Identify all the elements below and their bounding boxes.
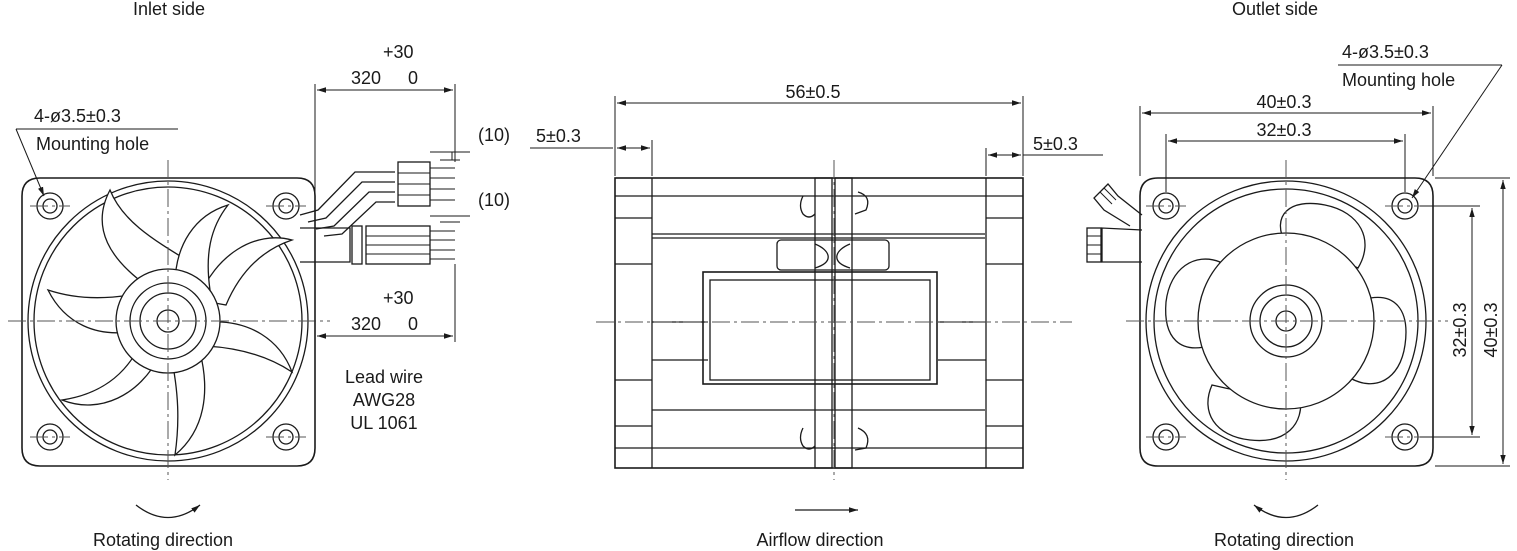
inlet-frame <box>21 177 316 467</box>
side-clip <box>854 427 869 451</box>
inlet-rotating-label: Rotating direction <box>93 530 233 550</box>
side-motor-inner <box>709 279 931 381</box>
inlet-mounting-hole-callout: 4-ø3.5±0.3 Mounting hole <box>15 106 178 197</box>
lead-zero-top: 0 <box>408 68 418 88</box>
inlet-side-title: Inlet side <box>133 0 205 19</box>
side-motor-body <box>702 271 938 385</box>
side-upper-casing <box>652 233 985 239</box>
lead-wire-label: Lead wire <box>345 367 423 387</box>
side-lower-casing <box>652 359 986 411</box>
right-flange-label: 5±0.3 <box>1033 134 1078 154</box>
outlet-height-outer-label: 40±0.3 <box>1481 303 1501 358</box>
side-overall-width-dim: 56±0.5 <box>614 82 1024 176</box>
inlet-lead-length-bottom-dim: +30 320 0 <box>314 262 456 342</box>
lead-wire-standard: UL 1061 <box>350 413 417 433</box>
connector-dim-1-label: (10) <box>478 125 510 145</box>
connector-dim-2: (10) <box>430 190 510 223</box>
outlet-view: Outlet side <box>1086 0 1510 550</box>
lead-tol-bottom: +30 <box>383 288 414 308</box>
lead-tol-top: +30 <box>383 42 414 62</box>
connector-dim-2-label: (10) <box>478 190 510 210</box>
side-right-flange-dim: 5±0.3 <box>985 134 1103 176</box>
outlet-width-outer-dim: 40±0.3 <box>1139 92 1434 176</box>
inlet-mounting-hole-label: Mounting hole <box>36 134 149 154</box>
side-clip <box>799 427 816 450</box>
side-center-bar-left <box>814 177 833 469</box>
side-clip <box>854 191 869 215</box>
side-coupling-detail <box>814 243 851 269</box>
outlet-width-inner-label: 32±0.3 <box>1257 120 1312 140</box>
side-clip <box>799 195 816 218</box>
lead-zero-bottom: 0 <box>408 314 418 334</box>
outlet-height-outer-dim: 40±0.3 <box>1435 177 1510 467</box>
outlet-width-outer-label: 40±0.3 <box>1257 92 1312 112</box>
outlet-side-title: Outlet side <box>1232 0 1318 19</box>
inlet-connector <box>397 161 455 207</box>
side-flange-detail <box>986 217 1023 427</box>
lead-val-bottom: 320 <box>351 314 381 334</box>
outlet-frame <box>1139 177 1434 467</box>
outlet-height-inner-label: 32±0.3 <box>1450 303 1470 358</box>
outlet-mounting-hole-spec: 4-ø3.5±0.3 <box>1342 42 1429 62</box>
inlet-rotation-arrow <box>135 504 201 518</box>
side-coupling <box>776 239 890 271</box>
outlet-rotating-label: Rotating direction <box>1214 530 1354 550</box>
side-flange-detail <box>615 217 652 427</box>
inlet-mounting-hole-spec: 4-ø3.5±0.3 <box>34 106 121 126</box>
outlet-mounting-hole-label: Mounting hole <box>1342 70 1455 90</box>
side-view: 56±0.5 5±0.3 5±0.3 Airflow direction <box>530 82 1103 550</box>
connector-dim-1: (10) <box>430 125 510 161</box>
inlet-impeller-blades <box>46 188 295 457</box>
outlet-width-inner-dim: 32±0.3 <box>1165 120 1406 192</box>
outlet-wire-exit <box>1086 183 1143 263</box>
left-flange-label: 5±0.3 <box>536 126 581 146</box>
airflow-label: Airflow direction <box>756 530 883 550</box>
side-body-outline <box>614 177 1024 469</box>
outlet-rotation-arrow <box>1253 504 1319 518</box>
side-center-bar-right <box>834 177 853 469</box>
outlet-mounting-hole-callout: 4-ø3.5±0.3 Mounting hole <box>1338 42 1503 199</box>
side-left-flange-dim: 5±0.3 <box>530 126 653 176</box>
outlet-height-inner-dim: 32±0.3 <box>1420 205 1480 438</box>
lead-val-top: 320 <box>351 68 381 88</box>
inlet-lead-wires <box>299 171 395 263</box>
inlet-lead-length-top-dim: +30 320 0 <box>314 42 456 198</box>
inlet-connector <box>351 225 455 265</box>
overall-width-label: 56±0.5 <box>786 82 841 102</box>
inlet-view: Inlet side <box>8 0 510 550</box>
lead-wire-gauge: AWG28 <box>353 390 415 410</box>
